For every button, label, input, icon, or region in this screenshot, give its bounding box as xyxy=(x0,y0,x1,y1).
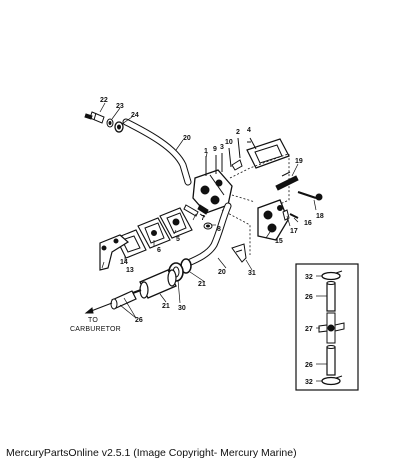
note-to: TO xyxy=(88,317,98,324)
dashed-leader-lines xyxy=(221,153,290,255)
to-carburetor-arrow xyxy=(84,302,113,314)
callout-23: 22 xyxy=(100,97,108,104)
part-7-seal[interactable] xyxy=(183,204,206,218)
part-13-bracket[interactable] xyxy=(99,234,130,271)
note-carburetor: CARBURETOR xyxy=(70,326,121,333)
callout-21: 21 xyxy=(162,303,170,310)
part-5-gasket[interactable] xyxy=(159,207,193,239)
callout-10: 10 xyxy=(225,139,233,146)
callout-20-lower: 20 xyxy=(218,269,226,276)
callout-24: 23 xyxy=(116,103,124,110)
part-18-bolt[interactable] xyxy=(297,191,323,201)
callout-4: 4 xyxy=(247,127,251,134)
part-21-fuel-filter[interactable] xyxy=(129,269,177,299)
callout-3: 3 xyxy=(220,144,224,151)
part-8-o-ring[interactable] xyxy=(203,222,213,230)
part-6-plate[interactable] xyxy=(137,217,171,249)
callout-7: 7 xyxy=(201,215,205,222)
part-24-washer[interactable] xyxy=(106,118,114,128)
part-16-screw[interactable] xyxy=(289,213,299,219)
part-25-nut[interactable] xyxy=(114,121,124,133)
fuel-pump-body[interactable] xyxy=(192,169,233,215)
callout-2: 2 xyxy=(236,129,240,136)
callout-30: 30 xyxy=(178,305,186,312)
part-15-pump-housing[interactable] xyxy=(257,199,289,241)
part-2-diaphragm[interactable] xyxy=(231,137,243,171)
callout-31: 31 xyxy=(248,270,256,277)
inset-callout-32-bottom: 32 xyxy=(305,379,313,386)
part-4-cover-plate[interactable] xyxy=(246,137,290,169)
inset-callout-26-bottom: 26 xyxy=(305,362,313,369)
inset-part-27-tee[interactable] xyxy=(318,312,345,344)
part-20-lower-hose[interactable] xyxy=(182,202,232,268)
callout-15: 15 xyxy=(275,238,283,245)
callout-leaders xyxy=(99,102,327,382)
part-number-labels: 22 23 24 20 1 9 3 10 2 4 19 18 16 17 15 … xyxy=(70,97,324,386)
part-23-fitting[interactable] xyxy=(84,111,105,124)
part-10-washer[interactable] xyxy=(228,147,232,168)
inset-callout-32-top: 32 xyxy=(305,274,313,281)
inset-part-26-hose-top[interactable] xyxy=(326,281,336,312)
inset-part-26-hose-bottom[interactable] xyxy=(326,345,336,376)
callout-1: 1 xyxy=(204,148,208,155)
callout-22: 21 xyxy=(198,281,206,288)
inset-callout-27: 27 xyxy=(305,326,313,333)
callout-5: 5 xyxy=(176,236,180,243)
part-31-bracket[interactable] xyxy=(231,243,247,263)
part-20-upper-hose[interactable] xyxy=(122,118,192,186)
part-14-plate[interactable] xyxy=(115,229,147,259)
callout-18: 18 xyxy=(316,213,324,220)
inset-callout-26-top: 26 xyxy=(305,294,313,301)
callout-6: 6 xyxy=(157,247,161,254)
part-26-filter-hose[interactable] xyxy=(110,290,137,310)
callout-17: 17 xyxy=(290,228,298,235)
callout-13: 13 xyxy=(126,267,134,274)
callout-25: 24 xyxy=(131,112,139,119)
callout-9: 9 xyxy=(213,146,217,153)
callout-20-upper: 20 xyxy=(183,135,191,142)
callout-14: 14 xyxy=(120,259,128,266)
callout-19: 19 xyxy=(295,158,303,165)
exploded-parts-diagram: 22 23 24 20 1 9 3 10 2 4 19 18 16 17 15 … xyxy=(70,97,359,391)
callout-8: 8 xyxy=(217,226,221,233)
part-19-clip[interactable] xyxy=(275,171,299,191)
callout-26-main: 26 xyxy=(135,317,143,324)
copyright-footer: MercuryPartsOnline v2.5.1 (Image Copyrig… xyxy=(6,447,297,459)
callout-16: 16 xyxy=(304,220,312,227)
